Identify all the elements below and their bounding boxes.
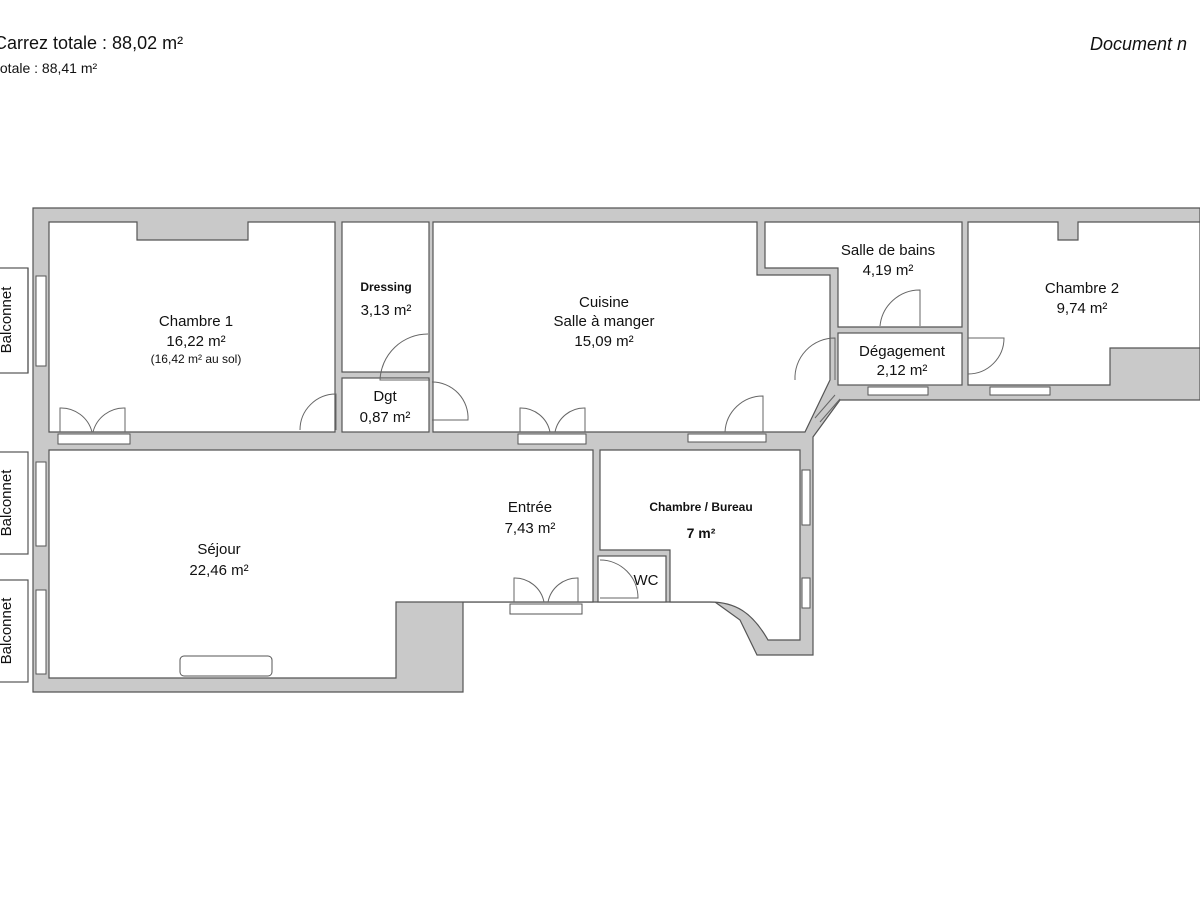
room-sejour-entree xyxy=(48,449,594,679)
label-wc: WC xyxy=(634,572,659,589)
label-balconnet-1: Balconnet xyxy=(0,286,15,354)
svg-text:Chambre 2: Chambre 2 xyxy=(1045,280,1119,297)
svg-text:WC: WC xyxy=(634,572,659,589)
svg-text:7,43 m²: 7,43 m² xyxy=(505,520,556,537)
svg-text:4,19 m²: 4,19 m² xyxy=(863,262,914,279)
svg-text:0,87 m²: 0,87 m² xyxy=(360,409,411,426)
window xyxy=(35,461,47,547)
label-dgt: Dgt 0,87 m² xyxy=(360,388,411,426)
svg-text:Dgt: Dgt xyxy=(373,388,397,405)
svg-text:3,13 m²: 3,13 m² xyxy=(361,302,412,319)
svg-text:2,12 m²: 2,12 m² xyxy=(877,362,928,379)
label-sejour: Séjour 22,46 m² xyxy=(189,541,248,579)
window xyxy=(517,433,587,445)
label-degagement: Dégagement 2,12 m² xyxy=(859,343,946,379)
svg-text:Séjour: Séjour xyxy=(197,541,240,558)
room-salle-de-bains xyxy=(764,221,963,328)
balconnet-3 xyxy=(0,579,29,683)
svg-text:16,22 m²: 16,22 m² xyxy=(166,333,225,350)
svg-text:Chambre / Bureau: Chambre / Bureau xyxy=(649,500,752,514)
window xyxy=(989,386,1051,396)
svg-text:Salle de bains: Salle de bains xyxy=(841,242,935,259)
window xyxy=(867,386,929,396)
label-dressing: Dressing 3,13 m² xyxy=(360,280,411,319)
label-salle-de-bains: Salle de bains 4,19 m² xyxy=(841,242,935,279)
svg-text:Dégagement: Dégagement xyxy=(859,343,946,360)
room-wc xyxy=(597,555,667,603)
window xyxy=(57,433,131,445)
document-label: Document n xyxy=(1090,34,1188,54)
svg-text:15,09 m²: 15,09 m² xyxy=(574,333,633,350)
room-chambre-bureau xyxy=(599,449,801,641)
svg-text:22,46 m²: 22,46 m² xyxy=(189,562,248,579)
window xyxy=(35,589,47,675)
label-cuisine: Cuisine Salle à manger 15,09 m² xyxy=(554,294,655,350)
label-balconnet-2: Balconnet xyxy=(0,469,15,537)
window xyxy=(35,275,47,367)
svg-text:Cuisine: Cuisine xyxy=(579,294,629,311)
room-dressing xyxy=(341,221,430,373)
label-chambre-1: Chambre 1 16,22 m² (16,42 m² au sol) xyxy=(151,313,242,366)
svg-text:Entrée: Entrée xyxy=(508,499,552,516)
room-chambre-2 xyxy=(967,221,1200,386)
window xyxy=(687,433,767,443)
room-degagement xyxy=(837,332,963,386)
label-chambre-bureau: Chambre / Bureau 7 m² xyxy=(649,500,752,541)
label-balconnet-3: Balconnet xyxy=(0,597,15,665)
svg-text:9,74 m²: 9,74 m² xyxy=(1057,300,1108,317)
window xyxy=(801,469,811,526)
room-chambre-1 xyxy=(48,221,336,433)
svg-text:Salle à manger: Salle à manger xyxy=(554,313,655,330)
door-swings xyxy=(59,289,1005,603)
svg-text:Dressing: Dressing xyxy=(360,280,411,294)
room-cuisine xyxy=(432,221,831,433)
label-entree: Entrée 7,43 m² xyxy=(505,499,556,537)
balconnet-1 xyxy=(0,267,29,374)
svg-text:7 m²: 7 m² xyxy=(687,525,716,541)
total-carrez-area: Carrez totale : 88,02 m² xyxy=(0,33,184,53)
room-dgt xyxy=(341,377,430,433)
label-chambre-2: Chambre 2 9,74 m² xyxy=(1045,280,1119,317)
window xyxy=(509,603,583,615)
window xyxy=(801,577,811,609)
total-area: totale : 88,41 m² xyxy=(0,60,98,76)
balconnet-2 xyxy=(0,451,29,555)
radiator xyxy=(179,655,273,677)
svg-text:(16,42 m² au sol): (16,42 m² au sol) xyxy=(151,352,242,366)
svg-text:Chambre 1: Chambre 1 xyxy=(159,313,233,330)
